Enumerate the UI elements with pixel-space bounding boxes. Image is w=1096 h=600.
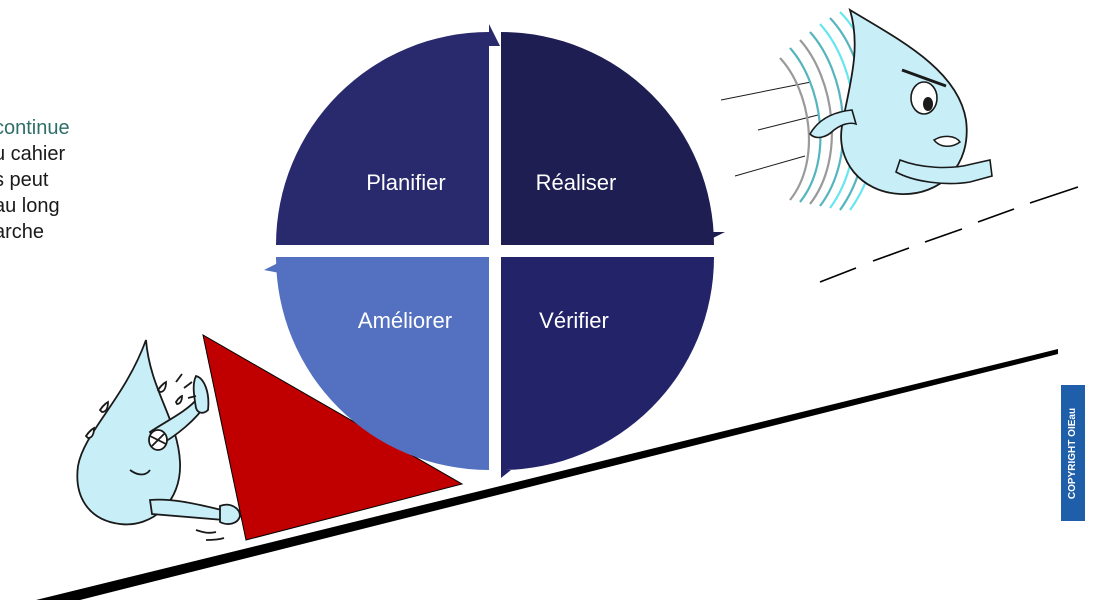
slope-ramp xyxy=(36,349,1058,600)
intro-text: continue u cahier s peut au long arche xyxy=(0,115,214,245)
quadrant-planifier xyxy=(276,32,489,245)
quadrant-ameliorer xyxy=(276,257,489,470)
dashed-path-line xyxy=(819,186,1079,283)
arrow-tip-ameliorer xyxy=(264,257,290,275)
pdca-cycle: Planifier Réaliser Vérifier Améliorer xyxy=(264,24,725,478)
intro-line-4: au long xyxy=(0,195,60,217)
intro-line-5: arche xyxy=(0,221,45,243)
arrow-tip-planifier xyxy=(489,24,500,46)
quadrant-realiser xyxy=(501,32,714,245)
label-ameliorer: Améliorer xyxy=(358,308,452,333)
label-realiser: Réaliser xyxy=(536,170,617,195)
intro-line-1: continue xyxy=(0,117,70,139)
label-planifier: Planifier xyxy=(366,170,445,195)
red-wedge xyxy=(202,334,464,541)
arrow-tip-verifier xyxy=(501,470,511,478)
copyright-badge: COPYRIGHT OIEau xyxy=(1061,385,1085,521)
intro-line-2: u cahier xyxy=(0,143,66,165)
quadrant-verifier xyxy=(501,257,714,470)
intro-line-3: s peut xyxy=(0,169,49,191)
label-verifier: Vérifier xyxy=(539,308,609,333)
water-drop-pushing-icon xyxy=(76,339,241,541)
arrow-tip-realiser xyxy=(701,232,725,244)
water-drop-speeding-icon xyxy=(720,8,993,211)
copyright-text: COPYRIGHT OIEau xyxy=(1067,407,1079,499)
